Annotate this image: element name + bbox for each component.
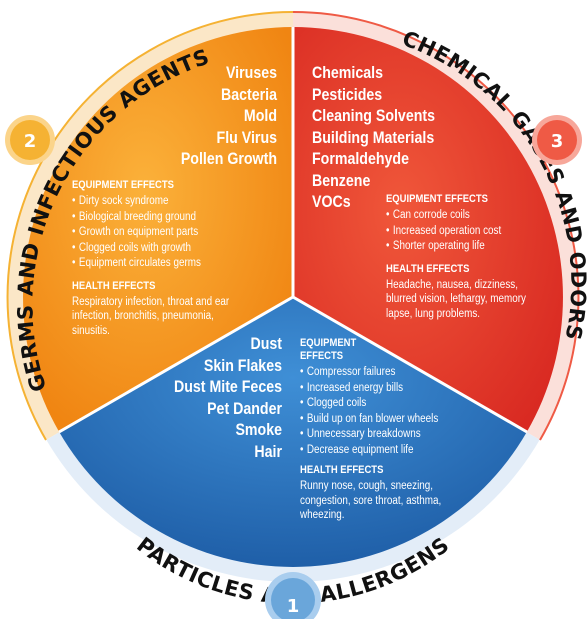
chemical-equipment-item: Shorter operating life [386,239,541,255]
particles-health-title: HEALTH EFFECTS [300,464,384,476]
germs-health-text: Respiratory infection, throat and ear in… [72,295,230,337]
badge-germs: 2 [5,115,55,165]
germs-item: Mold [243,107,277,125]
sector-particles [59,297,527,567]
chemical-effects: EQUIPMENT EFFECTS Can corrode coils Incr… [386,193,566,321]
particles-equipment-item: Compressor failures [300,365,463,381]
chemical-items: Chemicals Pesticides Cleaning Solvents B… [312,63,472,214]
germs-equipment-item: Clogged coils with growth [72,241,270,257]
chemical-health-text: Headache, nausea, dizziness, blurred vis… [386,278,526,320]
particles-item: Skin Flakes [203,356,282,375]
chemical-equipment-item: Increased operation cost [386,224,541,240]
particles-effects: EQUIPMENT EFFECTS Compressor failures In… [300,337,490,523]
particles-item: Dust [250,335,282,353]
svg-text:1: 1 [287,596,300,617]
particles-items: Dust Skin Flakes Dust Mite Feces Pet Dan… [150,334,282,463]
particles-equipment-title: EQUIPMENT [300,337,357,349]
germs-equipment-item: Biological breeding ground [72,210,270,226]
particles-equipment-item: Build up on fan blower wheels [300,412,463,428]
particles-item: Hair [254,442,282,461]
particles-equipment-item: Unnecessary breakdowns [300,427,463,443]
svg-text:2: 2 [24,131,37,152]
particles-item: Smoke [235,421,282,439]
germs-health-title: HEALTH EFFECTS [72,279,156,292]
chemical-item: VOCs [312,193,351,211]
chemical-item: Formaldehyde [312,150,409,168]
chemical-equipment-item: Can corrode coils [386,208,541,224]
chemical-item: Benzene [312,171,371,190]
germs-item: Flu Virus [216,128,277,147]
germs-equipment-title: EQUIPMENT EFFECTS [72,179,174,191]
divider-left [58,295,294,434]
particles-equipment-item: Clogged coils [300,396,463,412]
badge-particles: 1 [265,572,321,619]
badge-chemical: 3 [532,115,582,165]
particles-item: Pet Dander [207,399,282,418]
germs-equipment-item: Growth on equipment parts [72,225,270,241]
germs-item: Pollen Growth [180,150,277,168]
germs-item: Bacteria [220,85,277,104]
particles-equipment-item: Increased energy bills [300,381,463,397]
chemical-equipment-title: EQUIPMENT EFFECTS [386,193,488,205]
chemical-item: Pesticides [312,85,383,104]
chemical-item: Building Materials [312,128,435,147]
svg-text:3: 3 [551,131,564,152]
germs-effects: EQUIPMENT EFFECTS Dirty sock syndrome Bi… [72,179,302,338]
germs-item: Viruses [225,64,277,82]
germs-items: Viruses Bacteria Mold Flu Virus Pollen G… [130,63,277,171]
germs-equipment-item: Dirty sock syndrome [72,194,270,210]
particles-health-text: Runny nose, cough, sneezing, congestion,… [300,480,442,521]
particles-equipment-title-2: EFFECTS [300,350,344,362]
chemical-item: Chemicals [312,64,383,82]
particles-equipment-item: Decrease equipment life [300,443,463,459]
germs-equipment-item: Equipment circulates germs [72,256,270,272]
particles-item: Dust Mite Feces [173,378,282,396]
chemical-item: Cleaning Solvents [312,107,436,125]
chemical-health-title: HEALTH EFFECTS [386,262,470,275]
